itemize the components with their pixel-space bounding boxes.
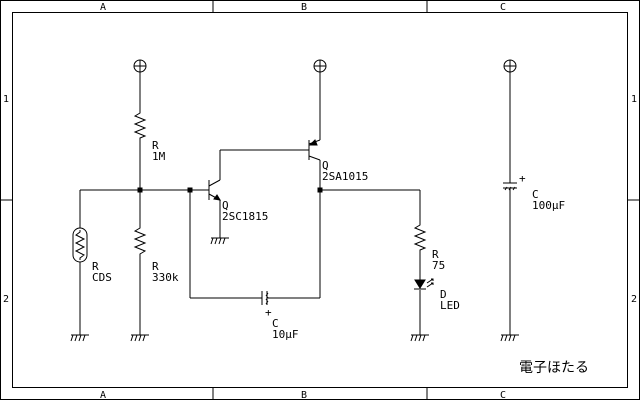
junction-dots	[137, 187, 323, 193]
ground-led	[410, 334, 429, 342]
q-2sa1015-value: 2SA1015	[322, 170, 368, 183]
power-terminal-right	[503, 59, 517, 73]
schematic-title: 電子ほたる	[519, 360, 589, 376]
capacitor-100uf	[503, 182, 517, 191]
frame-col-a-top: A	[100, 2, 106, 13]
ground-cds	[70, 334, 89, 342]
resistor-330k	[133, 225, 147, 258]
d-led-ref: D	[440, 288, 447, 301]
q-2sa1015-ref: Q	[322, 159, 329, 172]
frame-col-a-bottom: A	[100, 390, 106, 400]
c-10uf-value: 10μF	[272, 328, 299, 341]
r-1m-value: 1M	[152, 150, 166, 163]
r-75-value: 75	[432, 259, 445, 272]
frame-col-c-top: C	[500, 2, 506, 13]
d-led-value: LED	[440, 299, 460, 312]
r-1m-ref: R	[152, 139, 159, 152]
frame-labels: A B C A B C 1 2 1 2	[3, 2, 637, 400]
resistor-1m	[133, 110, 147, 140]
frame-col-b-top: B	[301, 2, 307, 13]
r-75-ref: R	[432, 248, 439, 261]
ground-330k	[130, 334, 149, 342]
resistor-75	[413, 222, 427, 252]
q-2sc1815-value: 2SC1815	[222, 210, 268, 223]
r-330k-ref: R	[152, 260, 159, 273]
r-cds-ref: R	[92, 260, 99, 273]
c-10uf-ref: C	[272, 317, 279, 330]
c-100uf-ref: C	[532, 188, 539, 201]
cds-photoresistor	[72, 227, 88, 263]
transistor-2sa1015	[308, 139, 321, 161]
frame-row-1-right: 1	[631, 94, 637, 105]
r-330k-value: 330k	[152, 271, 179, 284]
capacitor-10uf	[261, 291, 269, 305]
r-cds-value: CDS	[92, 271, 112, 284]
c-10uf-polarity: +	[265, 306, 272, 319]
frame-row-2-right: 2	[631, 294, 637, 305]
q-2sc1815-ref: Q	[222, 199, 229, 212]
frame-row-2-left: 2	[3, 294, 9, 305]
wires	[79, 72, 511, 335]
power-terminal-left	[133, 59, 147, 73]
frame-col-b-bottom: B	[301, 390, 307, 400]
c-100uf-polarity: +	[519, 172, 526, 185]
frame-col-c-bottom: C	[500, 390, 506, 400]
c-100uf-value: 100μF	[532, 199, 565, 212]
transistor-2sc1815	[208, 179, 221, 201]
led-diode	[414, 278, 434, 290]
power-terminal-center	[313, 59, 327, 73]
ground-100uf	[500, 334, 519, 342]
frame-row-1-left: 1	[3, 94, 9, 105]
ground-2sc1815	[210, 237, 229, 245]
